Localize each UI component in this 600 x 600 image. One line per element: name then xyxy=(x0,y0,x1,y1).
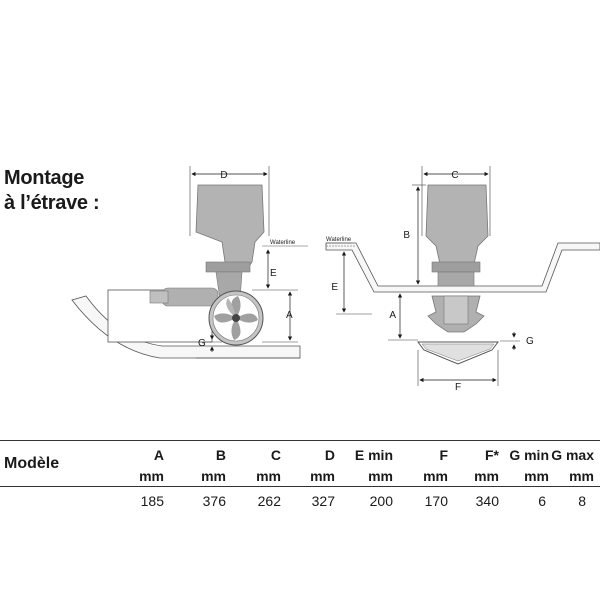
value-c: 262 xyxy=(257,493,281,509)
section-title: Montage à l’étrave : xyxy=(4,166,100,216)
col-header-e-min: E min xyxy=(354,447,393,463)
front-dim-f: F xyxy=(455,382,461,393)
value-e-min: 200 xyxy=(369,493,393,509)
side-view: Waterline D E A G xyxy=(71,166,308,359)
side-hull xyxy=(71,295,301,359)
front-dim-e: E xyxy=(331,282,338,293)
col-header-g-max: G max xyxy=(551,447,594,463)
unit-b: mm xyxy=(201,468,226,484)
front-motor xyxy=(425,184,489,265)
side-dim-d: D xyxy=(220,170,227,181)
value-f: 170 xyxy=(424,493,448,509)
model-header: Modèle xyxy=(4,454,60,472)
unit-a: mm xyxy=(139,468,164,484)
front-hull xyxy=(325,242,600,293)
table-unit-row: mm mm mm mm mm mm mm mm mm xyxy=(0,466,600,487)
col-header-f-star: F* xyxy=(485,447,499,463)
col-header-c: C xyxy=(270,447,281,463)
value-f-star: 340 xyxy=(475,493,499,509)
unit-g-max: mm xyxy=(569,468,594,484)
side-dim-g: G xyxy=(198,338,206,349)
side-dim-a: A xyxy=(286,310,293,321)
value-g-min: 6 xyxy=(538,493,546,509)
value-a: 185 xyxy=(140,493,164,509)
value-d: 327 xyxy=(311,493,335,509)
col-header-a: A xyxy=(153,447,164,463)
side-motor xyxy=(195,184,265,269)
table-row: 185 376 262 327 200 170 340 6 8 xyxy=(0,487,600,512)
unit-g-min: mm xyxy=(524,468,549,484)
col-header-b: B xyxy=(215,447,226,463)
front-dim-g: G xyxy=(526,336,534,347)
col-header-g-min: G min xyxy=(509,447,549,463)
unit-d: mm xyxy=(310,468,335,484)
unit-f-star: mm xyxy=(474,468,499,484)
side-waterline-label: Waterline xyxy=(270,240,296,246)
col-header-f: F xyxy=(439,447,448,463)
front-dim-a: A xyxy=(389,310,396,321)
value-b: 376 xyxy=(202,493,226,509)
side-gear-housing xyxy=(161,287,219,307)
front-waterline-label: Waterline xyxy=(326,237,352,243)
unit-c: mm xyxy=(256,468,281,484)
front-view: Waterline C B E A G F xyxy=(325,166,600,393)
unit-f: mm xyxy=(423,468,448,484)
front-dim-b: B xyxy=(403,230,410,241)
front-dim-c: C xyxy=(451,170,458,181)
side-flange xyxy=(205,261,251,273)
unit-e-min: mm xyxy=(368,468,393,484)
table-header-row: Modèle A B C D E min F F* G min G max xyxy=(0,441,600,472)
side-propeller xyxy=(208,290,264,346)
title-line-1: Montage xyxy=(4,167,85,189)
value-g-max: 8 xyxy=(578,493,586,509)
side-dim-e: E xyxy=(270,268,277,279)
spec-table: Modèle A B C D E min F F* G min G max mm… xyxy=(0,440,600,512)
title-line-2: à l’étrave : xyxy=(4,192,100,214)
col-header-d: D xyxy=(324,447,335,463)
thruster-diagram: Waterline D E A G Waterli xyxy=(71,166,600,393)
